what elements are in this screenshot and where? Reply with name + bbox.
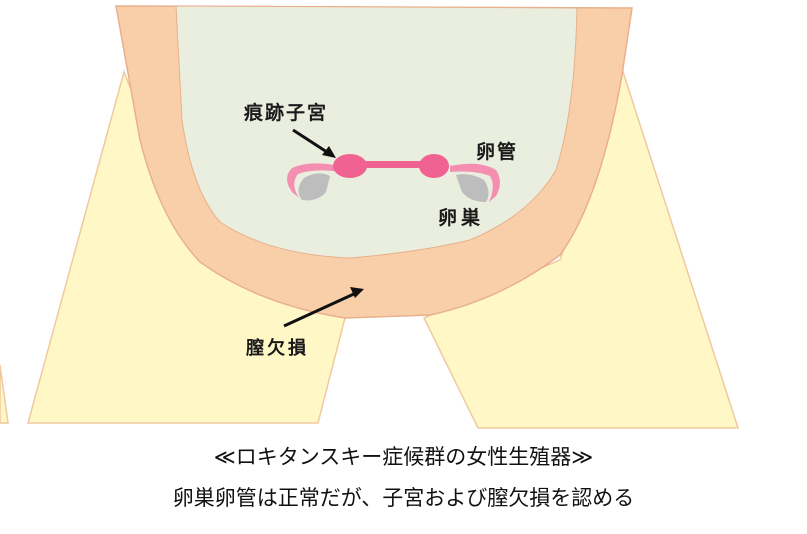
label-ovary: 卵巣: [438, 207, 485, 229]
diagram-subtitle: 卵巣卵管は正常だが、子宮および膣欠損を認める: [172, 486, 635, 510]
diagram-title: ≪ロキタンスキー症候群の女性生殖器≫: [213, 445, 594, 469]
right-uterine-horn: [419, 154, 449, 178]
left-edge-thigh-sliver: [0, 364, 9, 424]
right-fallopian-tube: [450, 163, 500, 202]
left-uterine-horn: [333, 154, 367, 178]
arrow-to-uterus: [292, 128, 336, 158]
arrow-to-vagina: [283, 287, 364, 328]
left-ovary: [298, 173, 330, 201]
left-fallopian-tube: [287, 163, 340, 198]
uterine-band: [352, 161, 432, 168]
label-vaginal-agenesis: 膣欠損: [246, 338, 309, 359]
label-fallopian-tube: 卵管: [476, 141, 519, 163]
right-ovary: [456, 174, 489, 202]
label-rudimentary-uterus: 痕跡子宮: [244, 102, 329, 124]
